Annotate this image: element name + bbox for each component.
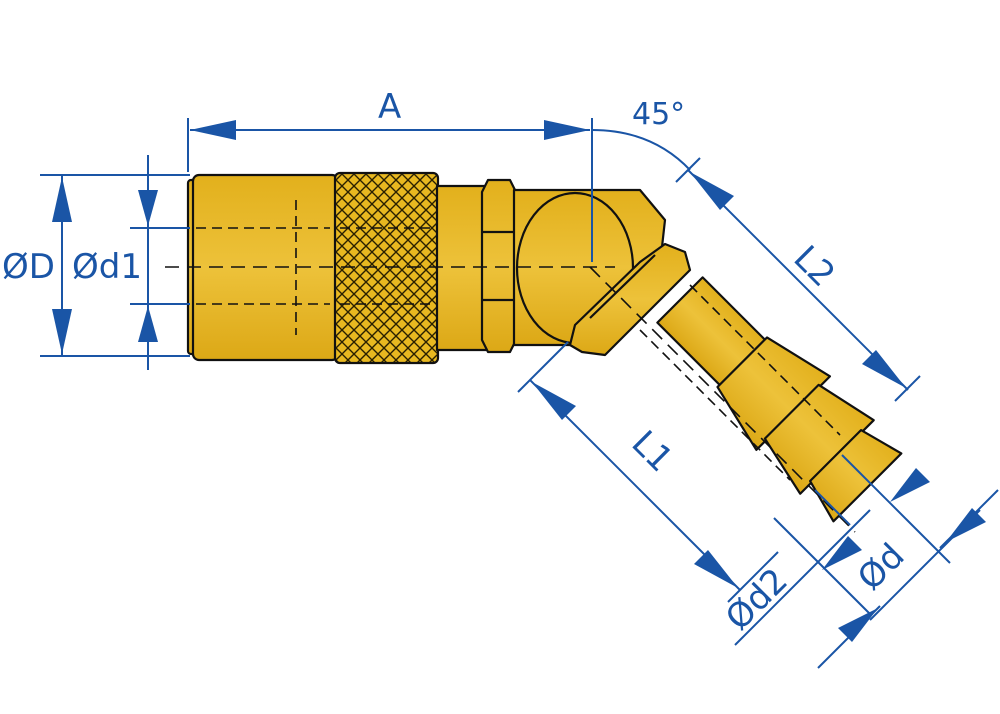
center-lines: [165, 200, 856, 533]
label-l1: L1: [624, 423, 681, 480]
hose-tail: [656, 276, 903, 523]
label-angle: 45°: [632, 97, 685, 132]
neck: [435, 184, 489, 352]
label-l2: L2: [786, 238, 843, 295]
hex-nut: [480, 178, 518, 354]
label-d2: Ød2: [718, 561, 796, 639]
label-d: ØD: [2, 247, 55, 287]
label-d1: Ød1: [72, 247, 142, 287]
knurled-ring: [333, 171, 440, 365]
angled-hex: [568, 242, 692, 357]
label-a: A: [378, 87, 401, 127]
dimension-lines: [40, 118, 999, 669]
label-d-small: Ød: [850, 536, 912, 598]
